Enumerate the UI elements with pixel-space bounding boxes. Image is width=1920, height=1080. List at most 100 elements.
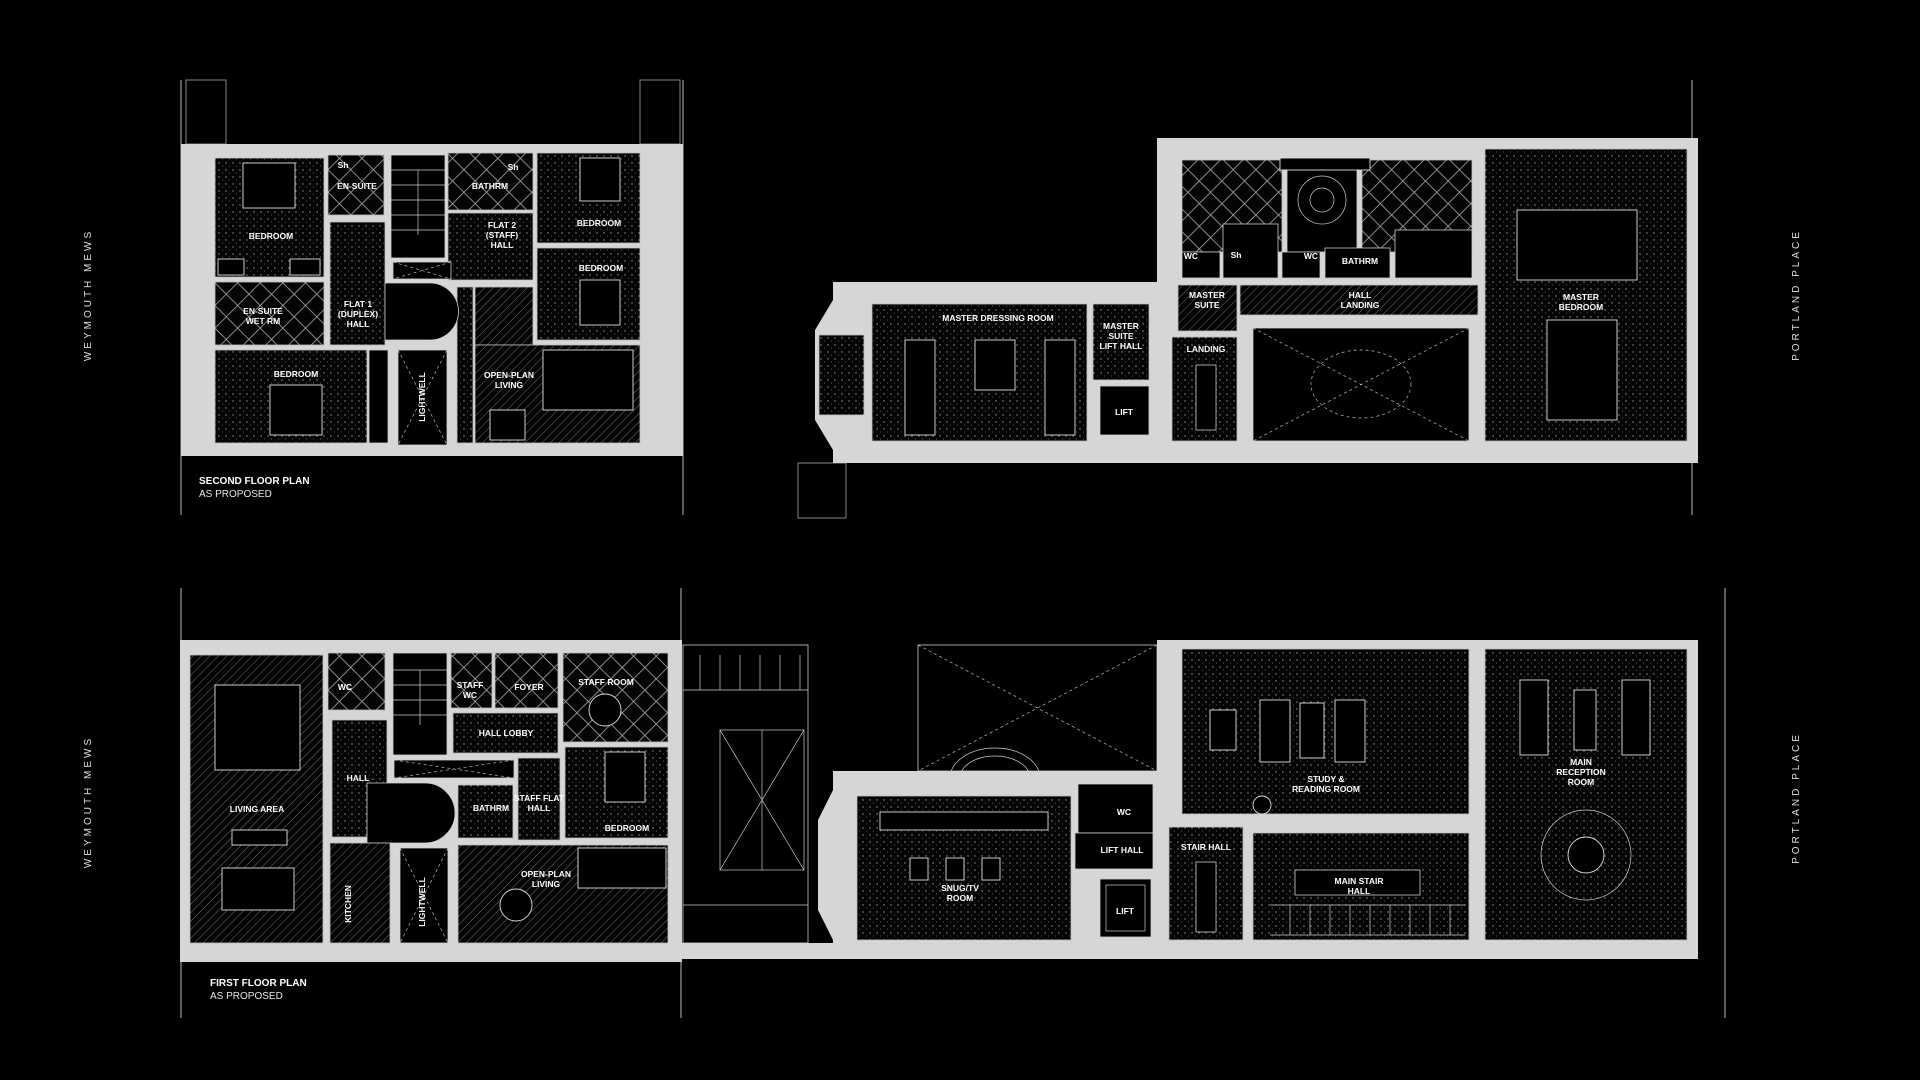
street-label-portland-place-lower: PORTLAND PLACE	[1791, 732, 1802, 864]
lightwell	[399, 847, 449, 944]
label-sh: Sh	[338, 160, 349, 170]
label-snug-tv-room: ROOM	[947, 893, 973, 903]
room-staff-flat-hall	[517, 757, 561, 841]
label-snug-tv-room: SNUG/TV	[941, 883, 979, 893]
room-shower	[1222, 223, 1279, 279]
label-open-plan-living: LIVING	[532, 879, 561, 889]
label-lightwell: LIGHTWELL	[417, 877, 427, 927]
street-label-weymouth-mews-lower: WEYMOUTH MEWS	[83, 736, 94, 868]
sofa-icon	[1334, 699, 1366, 763]
spiral-stair	[384, 282, 459, 341]
label-staff-flat-hall: HALL	[528, 803, 551, 813]
first-floor-courtyard	[682, 644, 1158, 946]
label-bedroom: BEDROOM	[274, 369, 318, 379]
label-bedroom: BEDROOM	[249, 231, 293, 241]
room-hall-landing	[1239, 284, 1479, 316]
room-lift-hall	[1074, 832, 1154, 870]
label-wc: WC	[1117, 807, 1131, 817]
bed-icon	[1546, 319, 1618, 421]
room-staff-wc	[450, 652, 493, 709]
label-bathrm: BATHRM	[472, 181, 508, 191]
label-en-suite-wet-rm: EN-SUITE	[243, 306, 283, 316]
label-living-area: LIVING AREA	[230, 804, 284, 814]
second-floor-mews-plan	[181, 144, 683, 456]
lightwell	[397, 349, 448, 446]
bed-icon	[604, 751, 646, 803]
label-main-stair-hall: HALL	[1348, 886, 1371, 896]
label-lightwell: LIGHTWELL	[417, 372, 427, 422]
first-floor-plan-title: FIRST FLOOR PLAN	[210, 978, 307, 989]
first-floor-main-plan	[681, 640, 1698, 959]
label-bedroom: BEDROOM	[577, 218, 621, 228]
label-master-suite-lift-hall: LIFT HALL	[1100, 341, 1143, 351]
sofa-icon	[1259, 699, 1291, 763]
label-lift-hall: LIFT HALL	[1101, 845, 1144, 855]
label-staff-flat-hall: STAFF FLAT	[514, 793, 565, 803]
label-master-bedroom: BEDROOM	[1559, 302, 1603, 312]
coffee-table-icon	[1299, 702, 1325, 759]
label-sh: Sh	[1231, 250, 1242, 260]
dining-table-icon	[489, 409, 526, 441]
label-staff-wc: WC	[463, 690, 477, 700]
label-open-plan-living: OPEN-PLAN	[484, 370, 534, 380]
label-en-suite: EN-SUITE	[337, 181, 377, 191]
label-hall: HALL	[347, 773, 370, 783]
bed-icon	[579, 157, 621, 202]
label-bedroom: BEDROOM	[579, 263, 623, 273]
room-kitchen	[329, 842, 391, 944]
street-labels: WEYMOUTH MEWS PORTLAND PLACE WEYMOUTH ME…	[83, 229, 1802, 868]
second-floor-plan-subtitle: AS PROPOSED	[199, 489, 272, 500]
room-wc	[1077, 783, 1154, 834]
globe-icon	[1252, 795, 1272, 815]
dining-table-icon	[221, 867, 295, 911]
room-wc	[327, 652, 386, 711]
label-landing: LANDING	[1187, 344, 1226, 354]
bed-icon	[269, 384, 323, 436]
bed-icon	[579, 279, 621, 326]
courtyard-stair	[682, 644, 809, 944]
room-flat-2-hall	[447, 212, 534, 281]
sofa-icon	[577, 847, 667, 889]
label-hall-landing: LANDING	[1341, 300, 1380, 310]
bed-icon	[242, 162, 296, 209]
sofa-icon	[542, 349, 634, 411]
label-study-reading-room: STUDY &	[1307, 774, 1344, 784]
label-master-suite: SUITE	[1194, 300, 1219, 310]
label-hall-landing: HALL	[1349, 290, 1372, 300]
label-master-suite: MASTER	[1189, 290, 1225, 300]
room-wc-1	[1181, 251, 1221, 279]
sofa-set-icon	[1516, 209, 1638, 281]
room-master-suite-lift-hall	[1092, 303, 1150, 381]
label-hall-lobby: HALL LOBBY	[479, 728, 534, 738]
label-bathrm: BATHRM	[1342, 256, 1378, 266]
round-table-icon	[588, 693, 622, 727]
label-kitchen: KITCHEN	[343, 885, 353, 923]
label-lift: LIFT	[1116, 906, 1135, 916]
label-master-suite-lift-hall: MASTER	[1103, 321, 1139, 331]
label-foyer: FOYER	[514, 682, 543, 692]
label-main-reception-room: RECEPTION	[1556, 767, 1606, 777]
label-bedroom: BEDROOM	[605, 823, 649, 833]
room-en-suite	[327, 154, 385, 216]
lift	[1099, 385, 1150, 436]
label-flat-1-hall: (DUPLEX)	[338, 309, 378, 319]
label-stair-hall: STAIR HALL	[1181, 842, 1231, 852]
label-sh: Sh	[508, 162, 519, 172]
round-table-icon	[1567, 836, 1605, 874]
street-label-portland-place-upper: PORTLAND PLACE	[1791, 229, 1802, 361]
sofa-icon	[1621, 679, 1651, 756]
second-floor-main-plan	[815, 138, 1698, 463]
second-floor-room-labels: EN-SUITE BATHRM BEDROOM FLAT 2 (STAFF) H…	[199, 160, 1603, 500]
room-hall	[331, 719, 388, 838]
label-wc: WC	[338, 682, 352, 692]
label-main-stair-hall: MAIN STAIR	[1335, 876, 1384, 886]
label-flat-1-hall: HALL	[347, 319, 370, 329]
first-floor-room-labels: WC STAFF WC FOYER STAFF ROOM HALL LOBBY …	[210, 677, 1606, 1002]
room-flat-1-hall	[329, 221, 386, 346]
room-foyer	[494, 652, 559, 709]
label-flat-2-hall: (STAFF)	[486, 230, 519, 240]
label-main-reception-room: MAIN	[1570, 757, 1592, 767]
room-bathrm	[447, 152, 534, 211]
room-bathrm	[1324, 247, 1391, 279]
